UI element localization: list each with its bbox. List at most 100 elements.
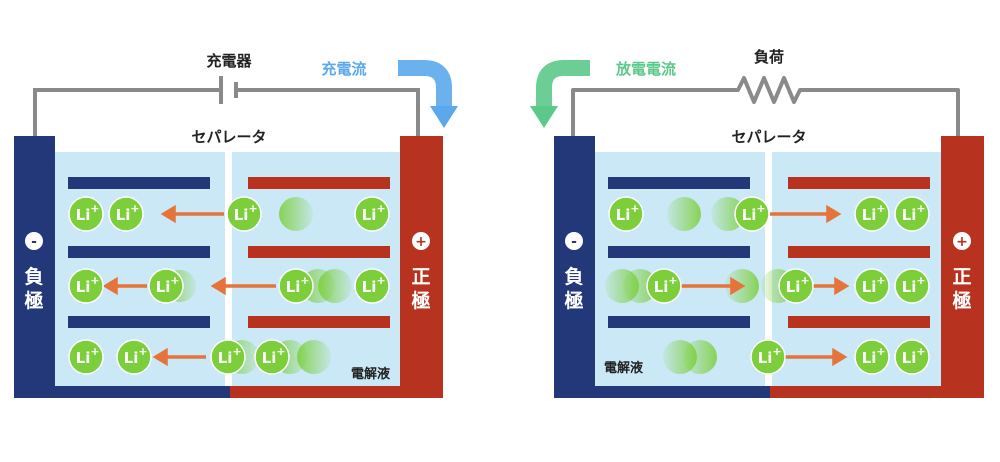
li-ion-circle	[278, 268, 314, 304]
li-ion-label: Li	[286, 278, 301, 296]
charge-negative-electrode	[14, 136, 55, 398]
li-ion-label: Li	[362, 278, 377, 296]
li-ion: Li+	[734, 196, 770, 232]
li-ion-charge: +	[876, 345, 885, 358]
li-ion: Li+	[854, 196, 890, 232]
charge-bottom-positive	[230, 386, 443, 398]
li-ion: Li+	[278, 268, 314, 304]
discharge-ion-trail	[667, 197, 701, 231]
li-ion: Li+	[750, 339, 786, 375]
charge-pos-plate-3	[248, 316, 390, 328]
discharge-negative-terminal-sign	[565, 232, 583, 250]
li-ion-label: Li	[758, 349, 773, 367]
li-ion-label: Li	[616, 206, 631, 224]
li-ion-charge: +	[90, 274, 99, 287]
li-ion-label: Li	[862, 206, 877, 224]
charge-positive-label-1: 正	[411, 266, 430, 288]
li-ion-circle	[210, 339, 246, 375]
discharge-positive-electrode	[941, 136, 984, 398]
li-ion-circle	[68, 339, 104, 375]
discharge-diagram: 負荷 放電電流 セパレータ - 負 極 + 正 極	[530, 48, 984, 398]
charge-current-label: 充電流	[321, 60, 366, 78]
discharge-neg-plate-2	[608, 246, 750, 258]
charge-pos-plate-1	[248, 177, 390, 189]
li-ion-label: Li	[902, 278, 917, 296]
charge-migration-arrows	[102, 204, 276, 367]
li-ion: Li+	[226, 196, 262, 232]
li-ion-circle	[148, 268, 184, 304]
li-ion: Li+	[108, 196, 144, 232]
charge-li-ions: Li+Li+Li+Li+Li+Li+Li+Li+Li+Li+Li+Li+	[68, 196, 390, 375]
discharge-pos-plate-1	[788, 177, 930, 189]
charge-ion-trail	[279, 197, 313, 231]
li-ion: Li+	[148, 268, 184, 304]
li-ion: Li+	[210, 339, 246, 375]
discharge-neg-plate-3	[608, 316, 750, 328]
li-ion-circle	[778, 268, 814, 304]
li-ion-circle	[894, 268, 930, 304]
li-ion-circle	[68, 196, 104, 232]
li-ion-charge: +	[756, 202, 765, 215]
charge-neg-plate-3	[68, 316, 210, 328]
discharge-electrolyte-label: 電解液	[604, 360, 643, 376]
li-ion-charge: +	[276, 345, 285, 358]
discharge-positive-terminal-sign	[953, 232, 971, 250]
charge-current-arrow	[398, 60, 452, 108]
li-ion-charge: +	[90, 202, 99, 215]
li-ion-charge: +	[916, 202, 925, 215]
li-ion-label: Li	[234, 206, 249, 224]
li-ion-circle	[116, 339, 152, 375]
li-ion: Li+	[778, 268, 814, 304]
discharge-li-ions: Li+Li+Li+Li+Li+Li+Li+Li+Li+Li+Li+	[608, 196, 930, 375]
charge-negative-label-1: 負	[24, 265, 43, 288]
li-ion-circle	[254, 339, 290, 375]
li-ion-label: Li	[76, 206, 91, 224]
li-ion-circle	[854, 196, 890, 232]
charger-label: 充電器	[206, 52, 252, 70]
charge-negative-sign-text: -	[31, 234, 37, 250]
li-ion-charge: +	[300, 274, 309, 287]
li-ion-label: Li	[862, 278, 877, 296]
li-ion-charge: +	[916, 274, 925, 287]
discharge-ion-trail	[683, 340, 717, 374]
li-ion-label: Li	[902, 206, 917, 224]
discharge-pos-plate-2	[788, 246, 930, 258]
charge-neg-plate-2	[68, 246, 210, 258]
li-ion-circle	[354, 196, 390, 232]
li-ion-label: Li	[862, 349, 877, 367]
charge-circuit-wire	[33, 88, 420, 136]
charge-negative-terminal-sign	[25, 232, 43, 250]
li-ion-charge: +	[248, 202, 257, 215]
charge-positive-sign-text: +	[415, 234, 427, 250]
charge-ion-trail	[318, 269, 352, 303]
li-ion-charge: +	[376, 202, 385, 215]
li-ion-circle	[734, 196, 770, 232]
charge-electrolyte-label: 電解液	[351, 366, 390, 382]
discharge-separator	[765, 152, 772, 386]
discharge-positive-label-2: 極	[952, 289, 971, 312]
li-ion: Li+	[894, 196, 930, 232]
li-ion-label: Li	[362, 206, 377, 224]
li-ion-charge: +	[138, 345, 147, 358]
discharge-negative-electrode	[554, 136, 595, 398]
charge-pos-plate-2	[248, 246, 390, 258]
li-ion: Li+	[116, 339, 152, 375]
li-ion-label: Li	[116, 206, 131, 224]
li-ion-charge: +	[916, 345, 925, 358]
li-ion-circle	[854, 339, 890, 375]
li-ion-charge: +	[876, 274, 885, 287]
li-ion-charge: +	[90, 345, 99, 358]
li-ion: Li+	[68, 196, 104, 232]
discharge-pos-plate-3	[788, 316, 930, 328]
discharge-separator-label: セパレータ	[731, 128, 806, 146]
charge-separator	[225, 152, 232, 386]
discharge-negative-label-1: 負	[564, 265, 583, 288]
li-ion-label: Li	[654, 278, 669, 296]
li-ion-label: Li	[786, 278, 801, 296]
charge-separator-label: セパレータ	[191, 128, 266, 146]
discharge-positive-label-1: 正	[952, 266, 971, 288]
li-ion-charge: +	[232, 345, 241, 358]
discharge-migration-arrows	[680, 204, 850, 367]
li-ion: Li+	[68, 339, 104, 375]
